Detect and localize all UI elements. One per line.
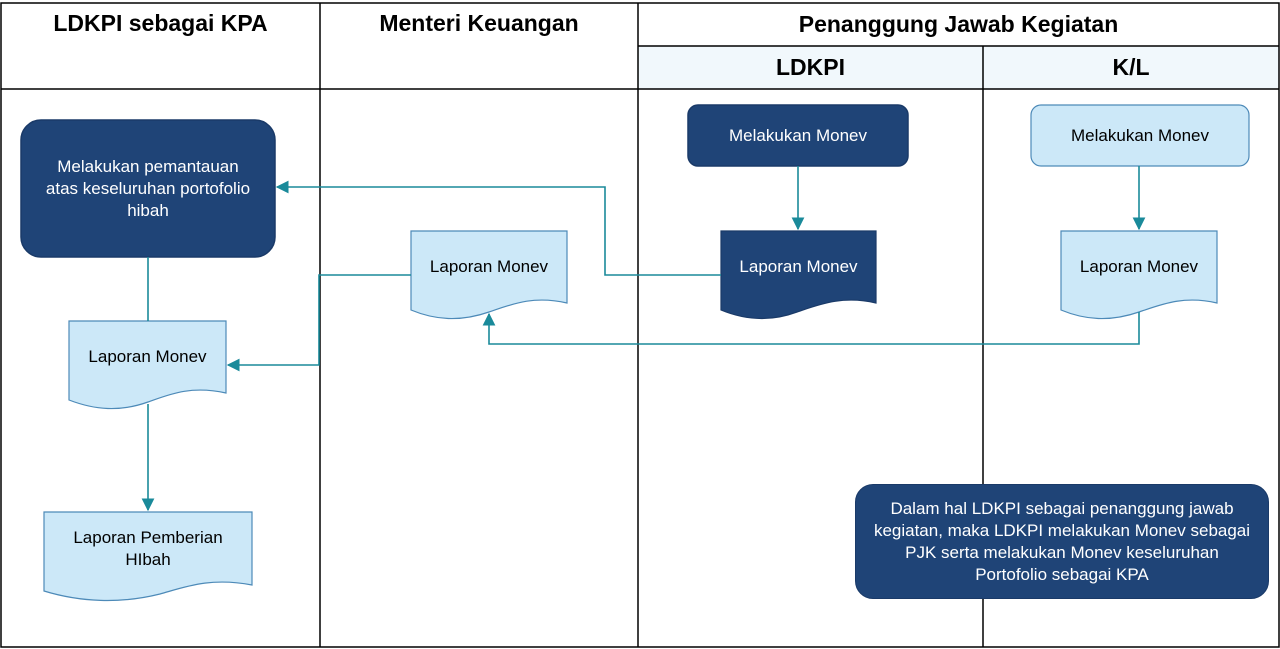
- header-penanggung-jawab: Penanggung Jawab Kegiatan: [798, 11, 1119, 37]
- subheader-ldkpi: LDKPI: [776, 54, 845, 80]
- laporan-menkeu-doc-shape: [410, 230, 568, 320]
- laporan-kpa-label: Laporan Monev: [88, 347, 207, 366]
- laporan-kl-label: Laporan Monev: [1079, 257, 1199, 276]
- laporan-ldkpi-doc-shape: [720, 230, 877, 320]
- ldkpi-note-box: Dalam hal LDKPI sebagai penanggung jawab…: [855, 484, 1269, 599]
- sub-header-background: [638, 46, 1279, 89]
- laporan-menkeu-label: Laporan Monev: [429, 257, 549, 276]
- connector-menkeu-kpa: [226, 274, 411, 372]
- monev-ldkpi-label: Melakukan Monev: [729, 125, 867, 145]
- monev-kl-label: Melakukan Monev: [1071, 125, 1209, 145]
- connector-kl-menkeu: [482, 312, 1140, 345]
- header-menteri-keuangan: Menteri Keuangan: [379, 9, 579, 36]
- laporan-kl-doc-shape: [1060, 230, 1218, 320]
- laporan-ldkpi-label: Laporan Monev: [739, 257, 858, 276]
- subheader-kl: K/L: [1112, 54, 1150, 80]
- laporan-pemberian-label: Laporan Pemberian HIbah: [73, 527, 223, 569]
- header-ldkpi-kpa: LDKPI sebagai KPA: [53, 9, 268, 36]
- laporan-pemberian-doc-shape: [43, 511, 253, 602]
- monev-kl-box-shape: [1030, 104, 1250, 167]
- laporan-kpa-doc-shape: [68, 320, 227, 410]
- pemantauan-label: Melakukan pemantauan atas keseluruhan po…: [45, 156, 251, 220]
- connector-ldkpi-pemantauan: [275, 180, 721, 276]
